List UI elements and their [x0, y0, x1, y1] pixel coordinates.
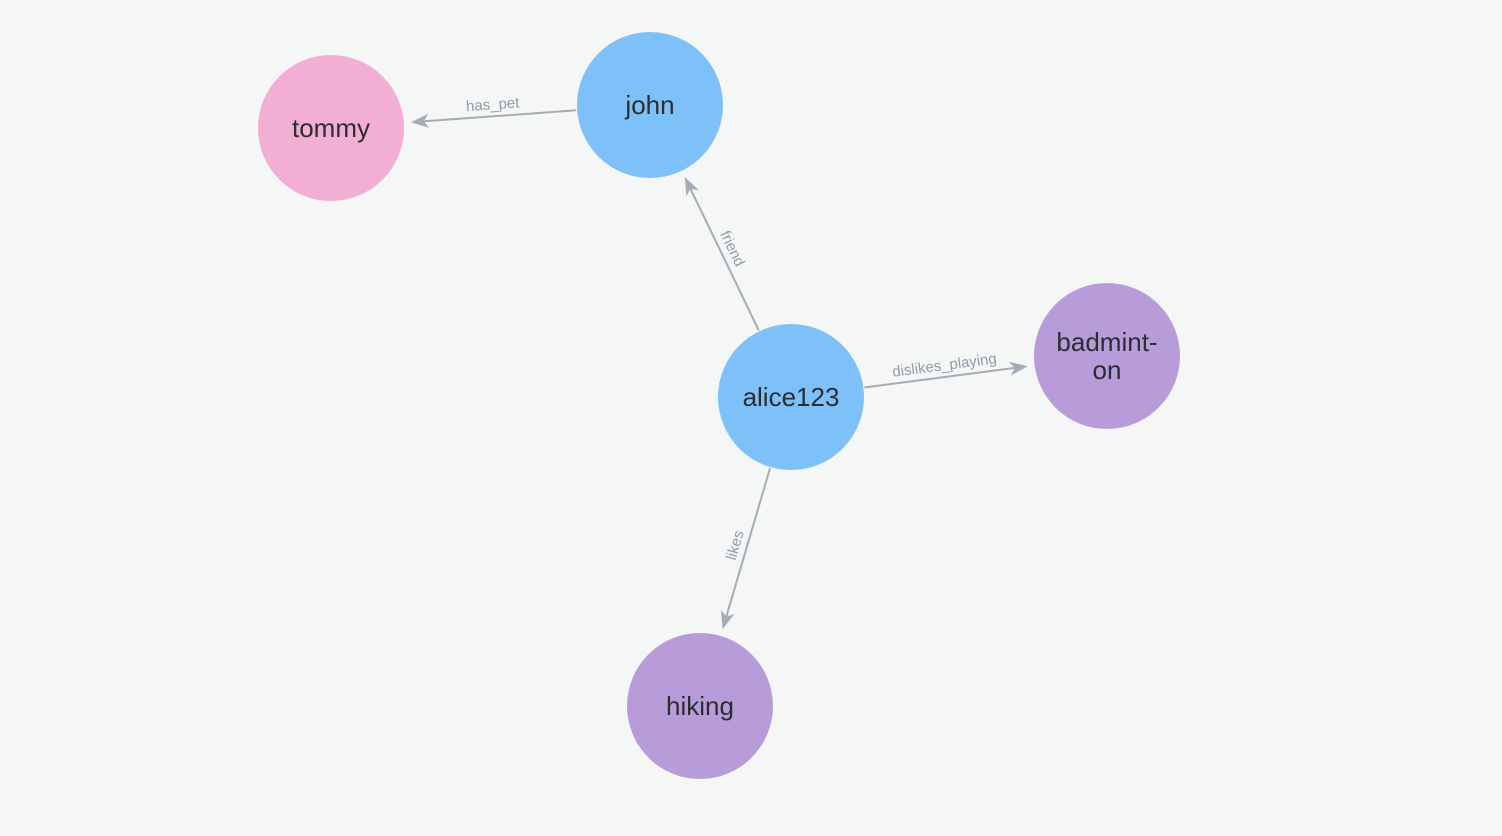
edge-dislikes_playing[interactable]: dislikes_playing	[864, 350, 1028, 389]
arrowhead-icon	[410, 114, 430, 128]
edge-friend[interactable]: friend	[684, 177, 760, 331]
edge-label: has_pet	[465, 94, 520, 115]
edge-line	[689, 187, 760, 331]
node-tommy[interactable]: tommy	[258, 55, 404, 201]
edge-likes[interactable]: likes	[721, 467, 772, 630]
edge-line	[422, 109, 577, 123]
node-john[interactable]: john	[577, 32, 723, 178]
arrowhead-icon	[721, 610, 735, 630]
edge-line	[864, 366, 1016, 389]
node-hiking-label: hiking	[666, 690, 734, 721]
node-badminton[interactable]: badmint- on	[1034, 283, 1180, 429]
node-badminton-label: badmint- on	[1056, 326, 1158, 385]
edge-label: friend	[716, 228, 748, 269]
arrowhead-icon	[684, 177, 699, 197]
edge-has_pet[interactable]: has_pet	[410, 94, 577, 128]
node-alice123[interactable]: alice123	[718, 324, 864, 470]
node-hiking[interactable]: hiking	[627, 633, 773, 779]
edge-line	[725, 467, 772, 618]
arrowhead-icon	[1008, 361, 1028, 376]
node-tommy-label: tommy	[292, 112, 370, 143]
node-john-label: john	[625, 89, 675, 120]
node-alice123-label: alice123	[742, 381, 840, 412]
